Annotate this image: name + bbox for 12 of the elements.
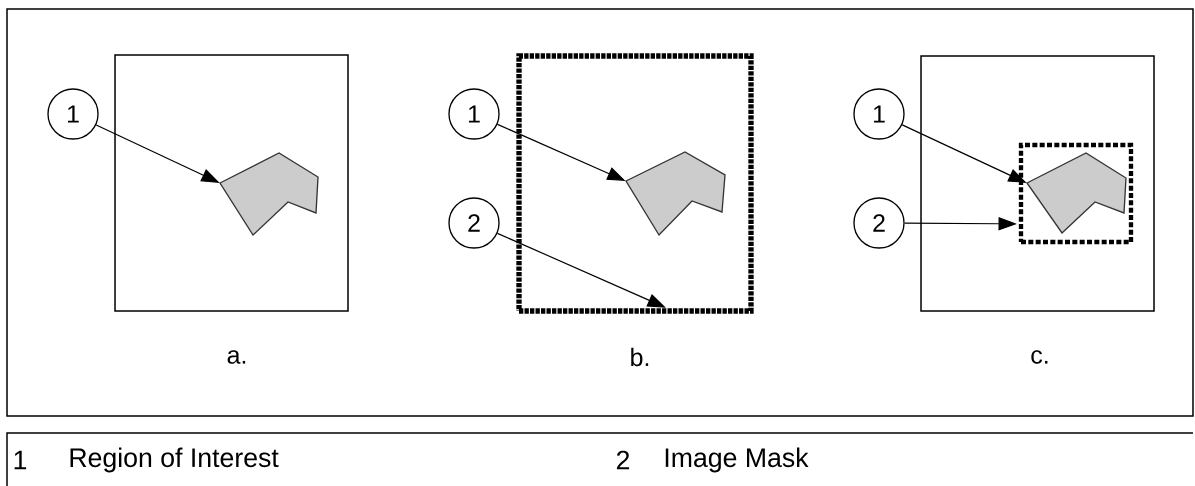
mask-frame (516, 53, 754, 314)
legend-text: Image Mask (665, 447, 809, 473)
legend-text: Region of Interest (70, 447, 279, 473)
legend-number: 1 (14, 450, 27, 470)
image-frame (920, 55, 1155, 312)
region-polygon (1026, 152, 1127, 234)
legend-number: 2 (616, 450, 630, 470)
panel-label: b. (631, 347, 649, 367)
mask-frame (1018, 142, 1134, 245)
panel-label: a. (227, 350, 246, 364)
image-frame (114, 54, 349, 312)
panel-label: c. (1031, 350, 1048, 364)
